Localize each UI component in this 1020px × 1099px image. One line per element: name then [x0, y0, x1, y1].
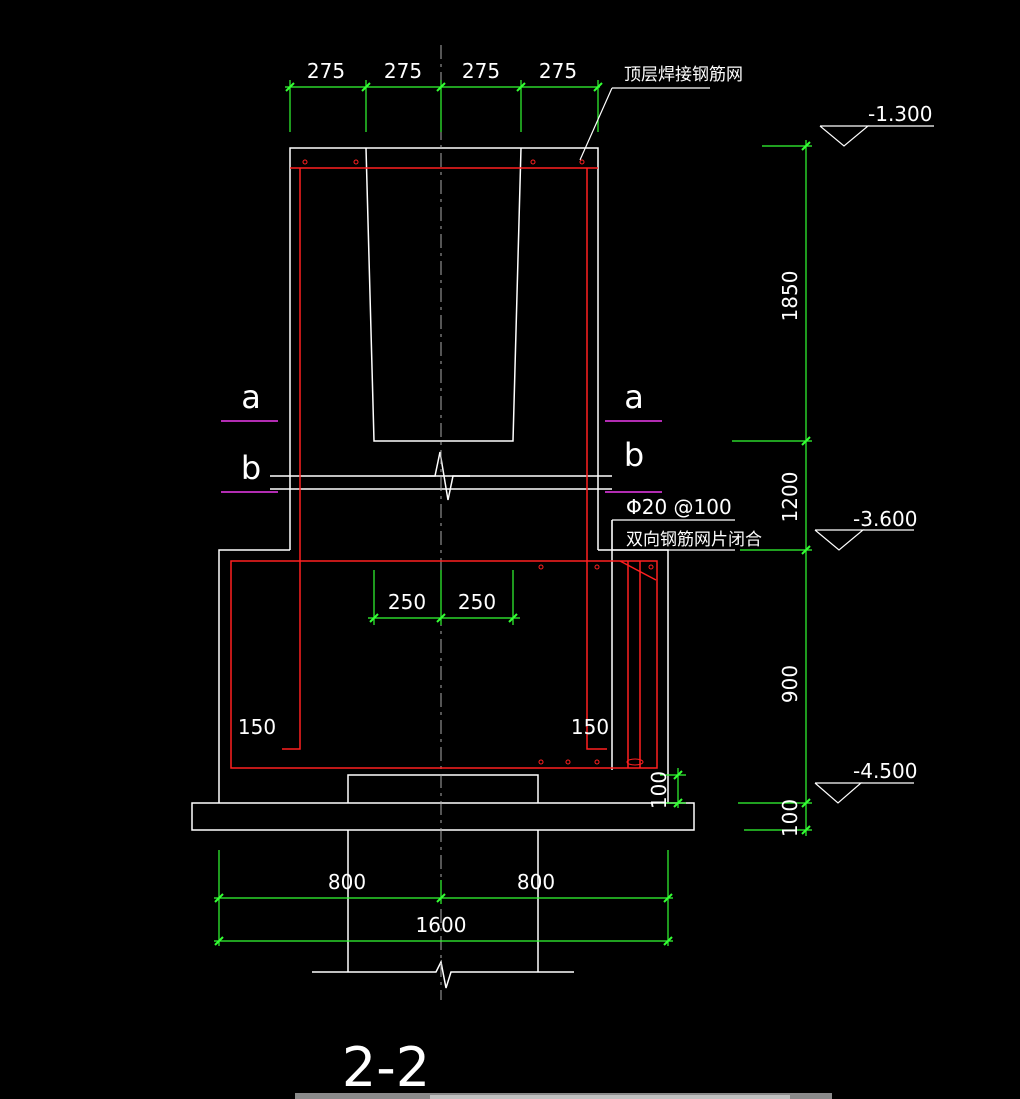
top-mesh-note: 顶层焊接钢筋网	[624, 65, 743, 85]
break-zigzag	[420, 451, 470, 501]
top-dim-1: 275	[307, 59, 345, 83]
rebar-spec-note: Φ20 @100	[626, 495, 732, 519]
scrollbar-thumb[interactable]	[430, 1095, 790, 1099]
mid-dim-left: 250	[388, 590, 426, 614]
section-mark-a-left: a	[241, 378, 261, 416]
elevation-1: -1.300	[868, 102, 932, 126]
mid-dim-right: 250	[458, 590, 496, 614]
side-dim-1200: 1200	[778, 472, 802, 523]
section-title: 2-2	[342, 1036, 430, 1099]
hook-length-left: 150	[238, 715, 276, 739]
mesh-note: 双向钢筋网片闭合	[626, 530, 762, 550]
bottom-dim-right: 800	[517, 870, 555, 894]
top-dim-4: 275	[539, 59, 577, 83]
section-mark-lines	[221, 420, 662, 493]
rebar-dots	[302, 159, 654, 766]
leader-lines	[579, 87, 934, 804]
section-mark-b-left: b	[241, 449, 261, 487]
side-dim-100: 100	[778, 799, 802, 837]
section-mark-b-right: b	[624, 436, 644, 474]
hook-length-right: 150	[571, 715, 609, 739]
dimension-ticks	[214, 82, 811, 946]
elevation-3: -4.500	[853, 759, 917, 783]
bottom-dim-total: 1600	[416, 913, 467, 937]
section-mark-a-right: a	[624, 378, 644, 416]
concrete-outline	[191, 147, 695, 989]
rebar	[230, 167, 658, 769]
small-dim-100: 100	[647, 771, 671, 809]
top-dim-2: 275	[384, 59, 422, 83]
bottom-dim-left: 800	[328, 870, 366, 894]
side-dim-1850: 1850	[778, 271, 802, 322]
top-dim-3: 275	[462, 59, 500, 83]
elevation-2: -3.600	[853, 507, 917, 531]
side-dim-900: 900	[778, 665, 802, 703]
